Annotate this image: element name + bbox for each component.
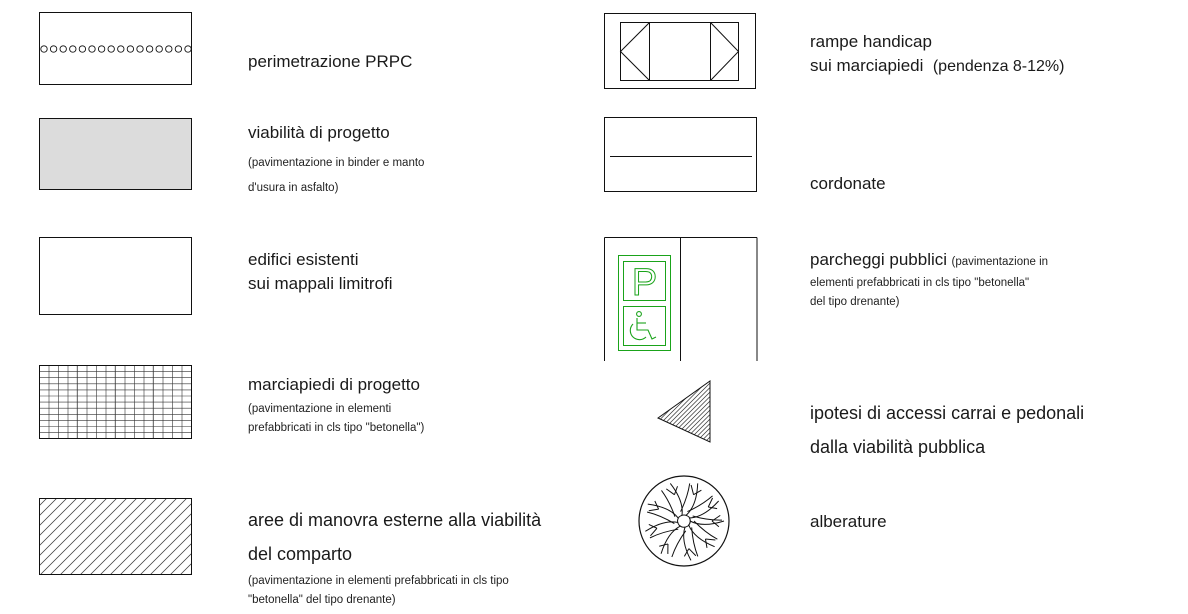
road-gray-symbol [39, 118, 192, 190]
maneuver-area-label: aree di manovra esterne alla viabilità d… [248, 510, 542, 606]
access-label: ipotesi di accessi carrai e pedonali dal… [810, 403, 1085, 457]
parking-symbol: P [604, 237, 758, 361]
curb-symbol [604, 117, 757, 192]
road-label: viabilità di progetto (pavimentazione in… [248, 123, 425, 194]
trees-label: alberature [810, 512, 887, 531]
ramp-label: rampe handicap sui marciapiedi (pendenza… [810, 32, 1065, 75]
existing-building-label: edifici esistenti sui mappali limitrofi [248, 250, 393, 293]
access-triangle-symbol [657, 380, 711, 443]
perimeter-dotted-symbol [39, 12, 192, 85]
maneuver-hatch-symbol [39, 498, 192, 575]
svg-text:P: P [632, 262, 657, 304]
tree-symbol [638, 475, 730, 567]
curb-label: cordonate [810, 174, 886, 193]
existing-building-symbol [39, 237, 192, 315]
parking-label: parcheggi pubblici (pavimentazione in el… [810, 250, 1049, 308]
sidewalk-label: marciapiedi di progetto (pavimentazione … [248, 375, 425, 434]
ramp-handicap-symbol [604, 13, 756, 89]
perimeter-label: perimetrazione PRPC [248, 52, 413, 71]
sidewalk-grid-symbol [39, 365, 192, 439]
